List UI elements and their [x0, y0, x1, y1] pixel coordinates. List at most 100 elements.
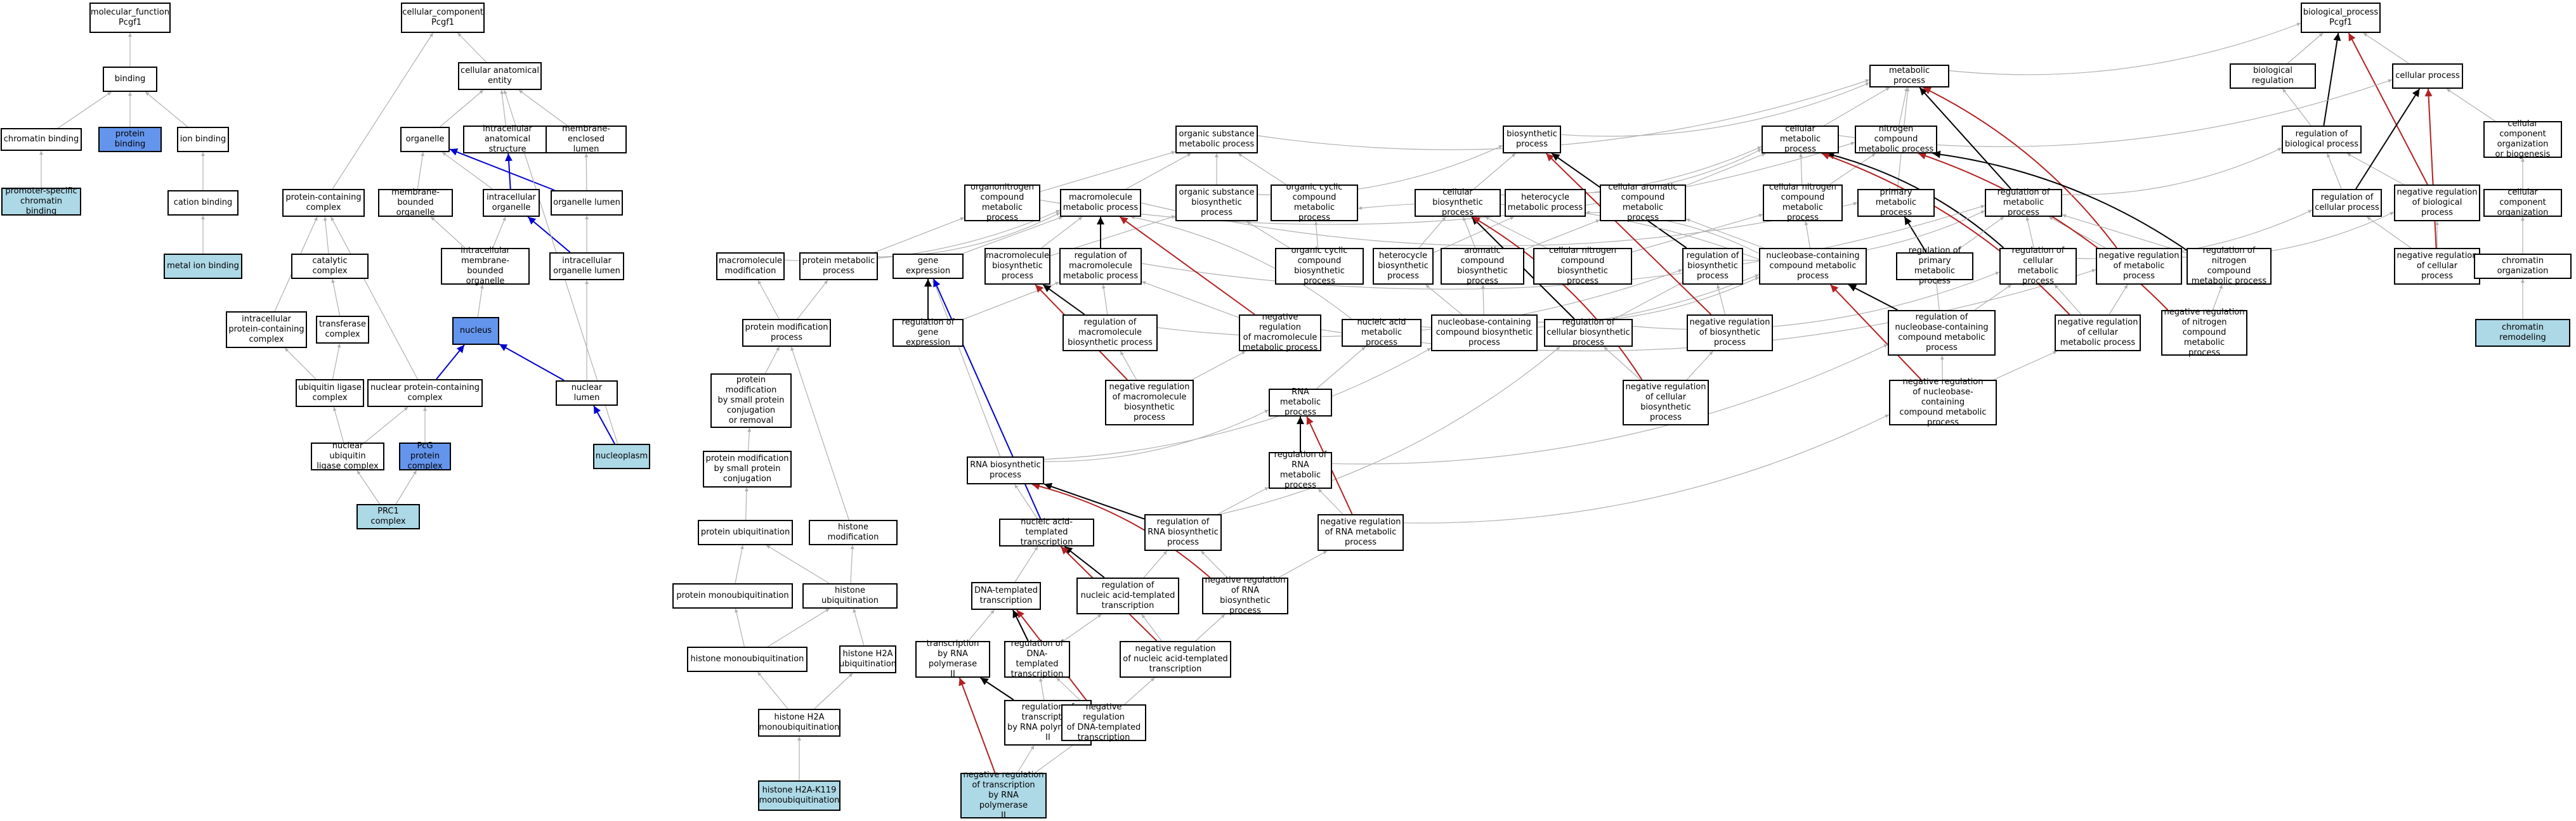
- go-term-node-nitrogen-compound-mp[interactable]: nitrogen compound metabolic process: [1855, 124, 1937, 154]
- go-term-node-organelle-lumen[interactable]: organelle lumen: [551, 190, 623, 216]
- go-term-node-protein-monoubiq[interactable]: protein monoubiquitination: [672, 583, 793, 609]
- go-term-node-macromolecule-mod[interactable]: macromolecule modification: [716, 252, 785, 280]
- go-term-node-h2a-k119[interactable]: histone H2A-K119 monoubiquitination: [758, 780, 840, 811]
- go-term-node-dna-transcription[interactable]: DNA-templated transcription: [971, 582, 1041, 610]
- go-term-node-mf[interactable]: molecular_function Pcgf1: [89, 3, 171, 33]
- go-term-node-neg-reg-nucleobase-mp[interactable]: negative regulation of nucleobase-contai…: [1889, 377, 1997, 427]
- go-term-node-reg-nitrogen-mp[interactable]: regulation of nitrogen compound metaboli…: [2187, 246, 2272, 286]
- go-term-node-protein-binding[interactable]: protein binding: [98, 127, 162, 152]
- go-term-node-membrane-lumen[interactable]: membrane-enclosed lumen: [546, 124, 627, 154]
- go-term-node-binding[interactable]: binding: [103, 67, 157, 92]
- go-term-node-cellular-aromatic-mp[interactable]: cellular aromatic compound metabolic pro…: [1600, 183, 1686, 223]
- go-term-node-neg-reg-nucleic-transcription[interactable]: negative regulation of nucleic acid-temp…: [1120, 641, 1231, 678]
- go-term-node-neg-reg-macromolecule-bp[interactable]: negative regulation of macromolecule bio…: [1105, 380, 1194, 425]
- go-term-node-protein-ubiquitination[interactable]: protein ubiquitination: [698, 520, 793, 545]
- go-term-node-anat-entity[interactable]: cellular anatomical entity: [458, 62, 542, 90]
- go-term-node-bp[interactable]: biological_process Pcgf1: [2301, 3, 2381, 33]
- go-term-node-aromatic-bp[interactable]: aromatic compound biosynthetic process: [1441, 246, 1524, 286]
- go-term-node-reg-macromolecule-bp[interactable]: regulation of macromolecule biosynthetic…: [1062, 314, 1158, 351]
- go-term-node-cellular-mp[interactable]: cellular metabolic process: [1762, 124, 1839, 154]
- go-term-node-nuclear-ubiq-ligase[interactable]: nuclear ubiquitin ligase complex: [311, 441, 384, 471]
- go-term-node-reg-dna-transcription[interactable]: regulation of DNA-templated transcriptio…: [1004, 639, 1070, 679]
- go-term-node-nucleobase-mp[interactable]: nucleobase-containing compound metabolic…: [1759, 248, 1867, 285]
- go-term-node-neg-reg-bp[interactable]: negative regulation of biosynthetic proc…: [1687, 314, 1773, 351]
- go-term-node-chromatin-organization[interactable]: chromatin organization: [2474, 254, 2572, 279]
- go-term-node-reg-cellular-bp[interactable]: regulation of cellular biosynthetic proc…: [1544, 318, 1633, 347]
- go-term-node-histone-monoubiq[interactable]: histone monoubiquitination: [687, 647, 807, 672]
- go-term-node-neg-reg-rna-bp[interactable]: negative regulation of RNA biosynthetic …: [1202, 576, 1288, 616]
- go-term-node-reg-nucleic-transcription[interactable]: regulation of nucleic acid-templated tra…: [1076, 578, 1179, 614]
- go-term-node-macromolecule-mp[interactable]: macromolecule metabolic process: [1060, 189, 1141, 217]
- go-term-node-organonitrogen-mp[interactable]: organonitrogen compound metabolic proces…: [964, 183, 1040, 223]
- go-term-node-cellular-biosynthetic[interactable]: cellular biosynthetic process: [1415, 188, 1501, 217]
- go-term-node-protein-mod-conj[interactable]: protein modification by small protein co…: [703, 451, 792, 488]
- go-term-node-neg-reg-cellular-mp[interactable]: negative regulation of cellular metaboli…: [2055, 314, 2141, 351]
- go-term-node-prc1-complex[interactable]: PRC1 complex: [356, 504, 420, 529]
- go-term-node-histone-ubiq[interactable]: histone ubiquitination: [802, 583, 898, 609]
- go-term-node-reg-primary-mp[interactable]: regulation of primary metabolic process: [1896, 246, 1973, 286]
- go-term-node-cellular-process[interactable]: cellular process: [2392, 63, 2463, 89]
- go-term-node-primary-mp[interactable]: primary metabolic process: [1857, 188, 1935, 217]
- go-term-node-neg-reg-cellular-process[interactable]: negative regulation of cellular process: [2394, 248, 2480, 285]
- go-term-node-membrane-organelle[interactable]: membrane-bounded organelle: [378, 188, 453, 217]
- go-term-node-nucleic-acid-mp[interactable]: nucleic acid metabolic process: [1342, 318, 1422, 347]
- go-term-node-gene-expression[interactable]: gene expression: [892, 254, 964, 279]
- go-term-node-nucleic-acid-transcription[interactable]: nucleic acid-templated transcription: [999, 517, 1094, 547]
- go-term-node-cc-org-biogenesis[interactable]: cellular component organization or bioge…: [2483, 119, 2562, 159]
- go-term-node-intra-protein-complex[interactable]: intracellular protein-containing complex: [226, 311, 307, 348]
- go-term-node-metal-ion-binding[interactable]: metal ion binding: [164, 254, 242, 279]
- go-term-node-chromatin-remodeling[interactable]: chromatin remodeling: [2475, 319, 2570, 347]
- go-term-node-protein-mp[interactable]: protein metabolic process: [799, 252, 878, 280]
- go-term-node-histone-modification[interactable]: histone modification: [809, 520, 898, 545]
- go-term-node-neg-reg-macromolecule-mp[interactable]: negative regulation of macromolecule met…: [1239, 313, 1321, 352]
- go-term-node-chromatin-binding[interactable]: chromatin binding: [1, 128, 82, 151]
- go-term-node-organelle[interactable]: organelle: [400, 127, 450, 152]
- go-term-node-nucleoplasm[interactable]: nucleoplasm: [593, 444, 650, 469]
- go-term-node-reg-macromolecule-mp[interactable]: regulation of macromolecule metabolic pr…: [1059, 248, 1142, 285]
- go-term-node-neg-reg-transcription-pol2[interactable]: negative regulation of transcription by …: [960, 770, 1047, 820]
- go-term-node-biological-regulation[interactable]: biological regulation: [2230, 63, 2316, 89]
- go-term-node-reg-biological-process[interactable]: regulation of biological process: [2282, 126, 2362, 153]
- go-term-node-nucleus[interactable]: nucleus: [452, 317, 499, 345]
- go-term-node-cc-organization[interactable]: cellular component organization: [2483, 188, 2562, 217]
- go-term-node-protein-mod-small[interactable]: protein modification by small protein co…: [710, 373, 792, 428]
- go-term-node-cc[interactable]: cellular_component Pcgf1: [401, 3, 485, 33]
- go-term-node-heterocycle-mp[interactable]: heterocycle metabolic process: [1505, 189, 1586, 217]
- go-term-node-protein-complex[interactable]: protein-containing complex: [282, 189, 365, 217]
- go-term-node-intracell-organelle[interactable]: intracellular organelle: [483, 189, 540, 217]
- go-term-node-reg-metabolic-process[interactable]: regulation of metabolic process: [1985, 188, 2062, 217]
- go-term-node-cation-binding[interactable]: cation binding: [167, 190, 239, 216]
- go-term-node-transcription-pol2[interactable]: transcription by RNA polymerase II: [915, 639, 990, 679]
- go-term-node-neg-reg-dna-transcription[interactable]: negative regulation of DNA-templated tra…: [1061, 702, 1146, 742]
- go-term-node-protein-modification[interactable]: protein modification process: [742, 319, 831, 347]
- go-term-node-reg-cellular-mp[interactable]: regulation of cellular metabolic process: [1999, 246, 2077, 286]
- go-term-node-reg-biosynthetic[interactable]: regulation of biosynthetic process: [1682, 248, 1743, 285]
- go-term-node-organic-substance-bp[interactable]: organic substance biosynthetic process: [1175, 184, 1258, 221]
- go-term-node-pcg-complex[interactable]: PcG protein complex: [399, 441, 451, 471]
- go-term-node-intracell-anat[interactable]: intracellular anatomical structure: [463, 124, 552, 154]
- go-term-node-nuclear-protein-complex[interactable]: nuclear protein-containing complex: [367, 379, 483, 407]
- go-term-node-nuclear-lumen[interactable]: nuclear lumen: [556, 380, 618, 406]
- go-term-node-reg-gene-expression[interactable]: regulation of gene expression: [892, 318, 964, 347]
- go-term-node-rna-mp[interactable]: RNA metabolic process: [1269, 387, 1332, 417]
- go-term-node-metabolic-process[interactable]: metabolic process: [1869, 65, 1949, 87]
- go-term-node-heterocycle-bp[interactable]: heterocycle biosynthetic process: [1373, 248, 1434, 285]
- go-term-node-ubiq-ligase-complex[interactable]: ubiquitin ligase complex: [296, 379, 364, 407]
- go-term-node-transferase-complex[interactable]: transferase complex: [316, 316, 369, 344]
- go-term-node-biosynthetic-process[interactable]: biosynthetic process: [1503, 126, 1561, 153]
- go-term-node-reg-nucleobase-mp[interactable]: regulation of nucleobase-containing comp…: [1888, 310, 1996, 356]
- go-term-node-reg-cellular-process[interactable]: regulation of cellular process: [2312, 189, 2382, 217]
- go-term-node-organic-cyclic-bp[interactable]: organic cyclic compound biosynthetic pro…: [1275, 246, 1364, 286]
- go-term-node-histone-h2a-monoubiq[interactable]: histone H2A monoubiquitination: [758, 709, 840, 737]
- go-term-node-neg-reg-cellular-bp[interactable]: negative regulation of cellular biosynth…: [1623, 380, 1709, 425]
- go-term-node-neg-reg-nitrogen-mp[interactable]: negative regulation of nitrogen compound…: [2161, 307, 2247, 358]
- go-term-node-rna-bp[interactable]: RNA biosynthetic process: [967, 456, 1044, 484]
- go-term-node-organic-cyclic-mp[interactable]: organic cyclic compound metabolic proces…: [1271, 183, 1358, 223]
- go-term-node-histone-h2a-ubiq[interactable]: histone H2A ubiquitination: [839, 645, 896, 673]
- go-term-node-neg-reg-bio-process[interactable]: negative regulation of biological proces…: [2394, 184, 2480, 221]
- go-term-node-intra-organelle-lumen[interactable]: intracellular organelle lumen: [549, 252, 624, 280]
- go-term-node-organic-substance-mp[interactable]: organic substance metabolic process: [1175, 126, 1258, 153]
- go-term-node-neg-reg-rna-mp[interactable]: negative regulation of RNA metabolic pro…: [1317, 514, 1404, 551]
- go-term-node-ion-binding[interactable]: ion binding: [177, 127, 229, 152]
- go-term-node-reg-rna-bp[interactable]: regulation of RNA biosynthetic process: [1144, 514, 1222, 551]
